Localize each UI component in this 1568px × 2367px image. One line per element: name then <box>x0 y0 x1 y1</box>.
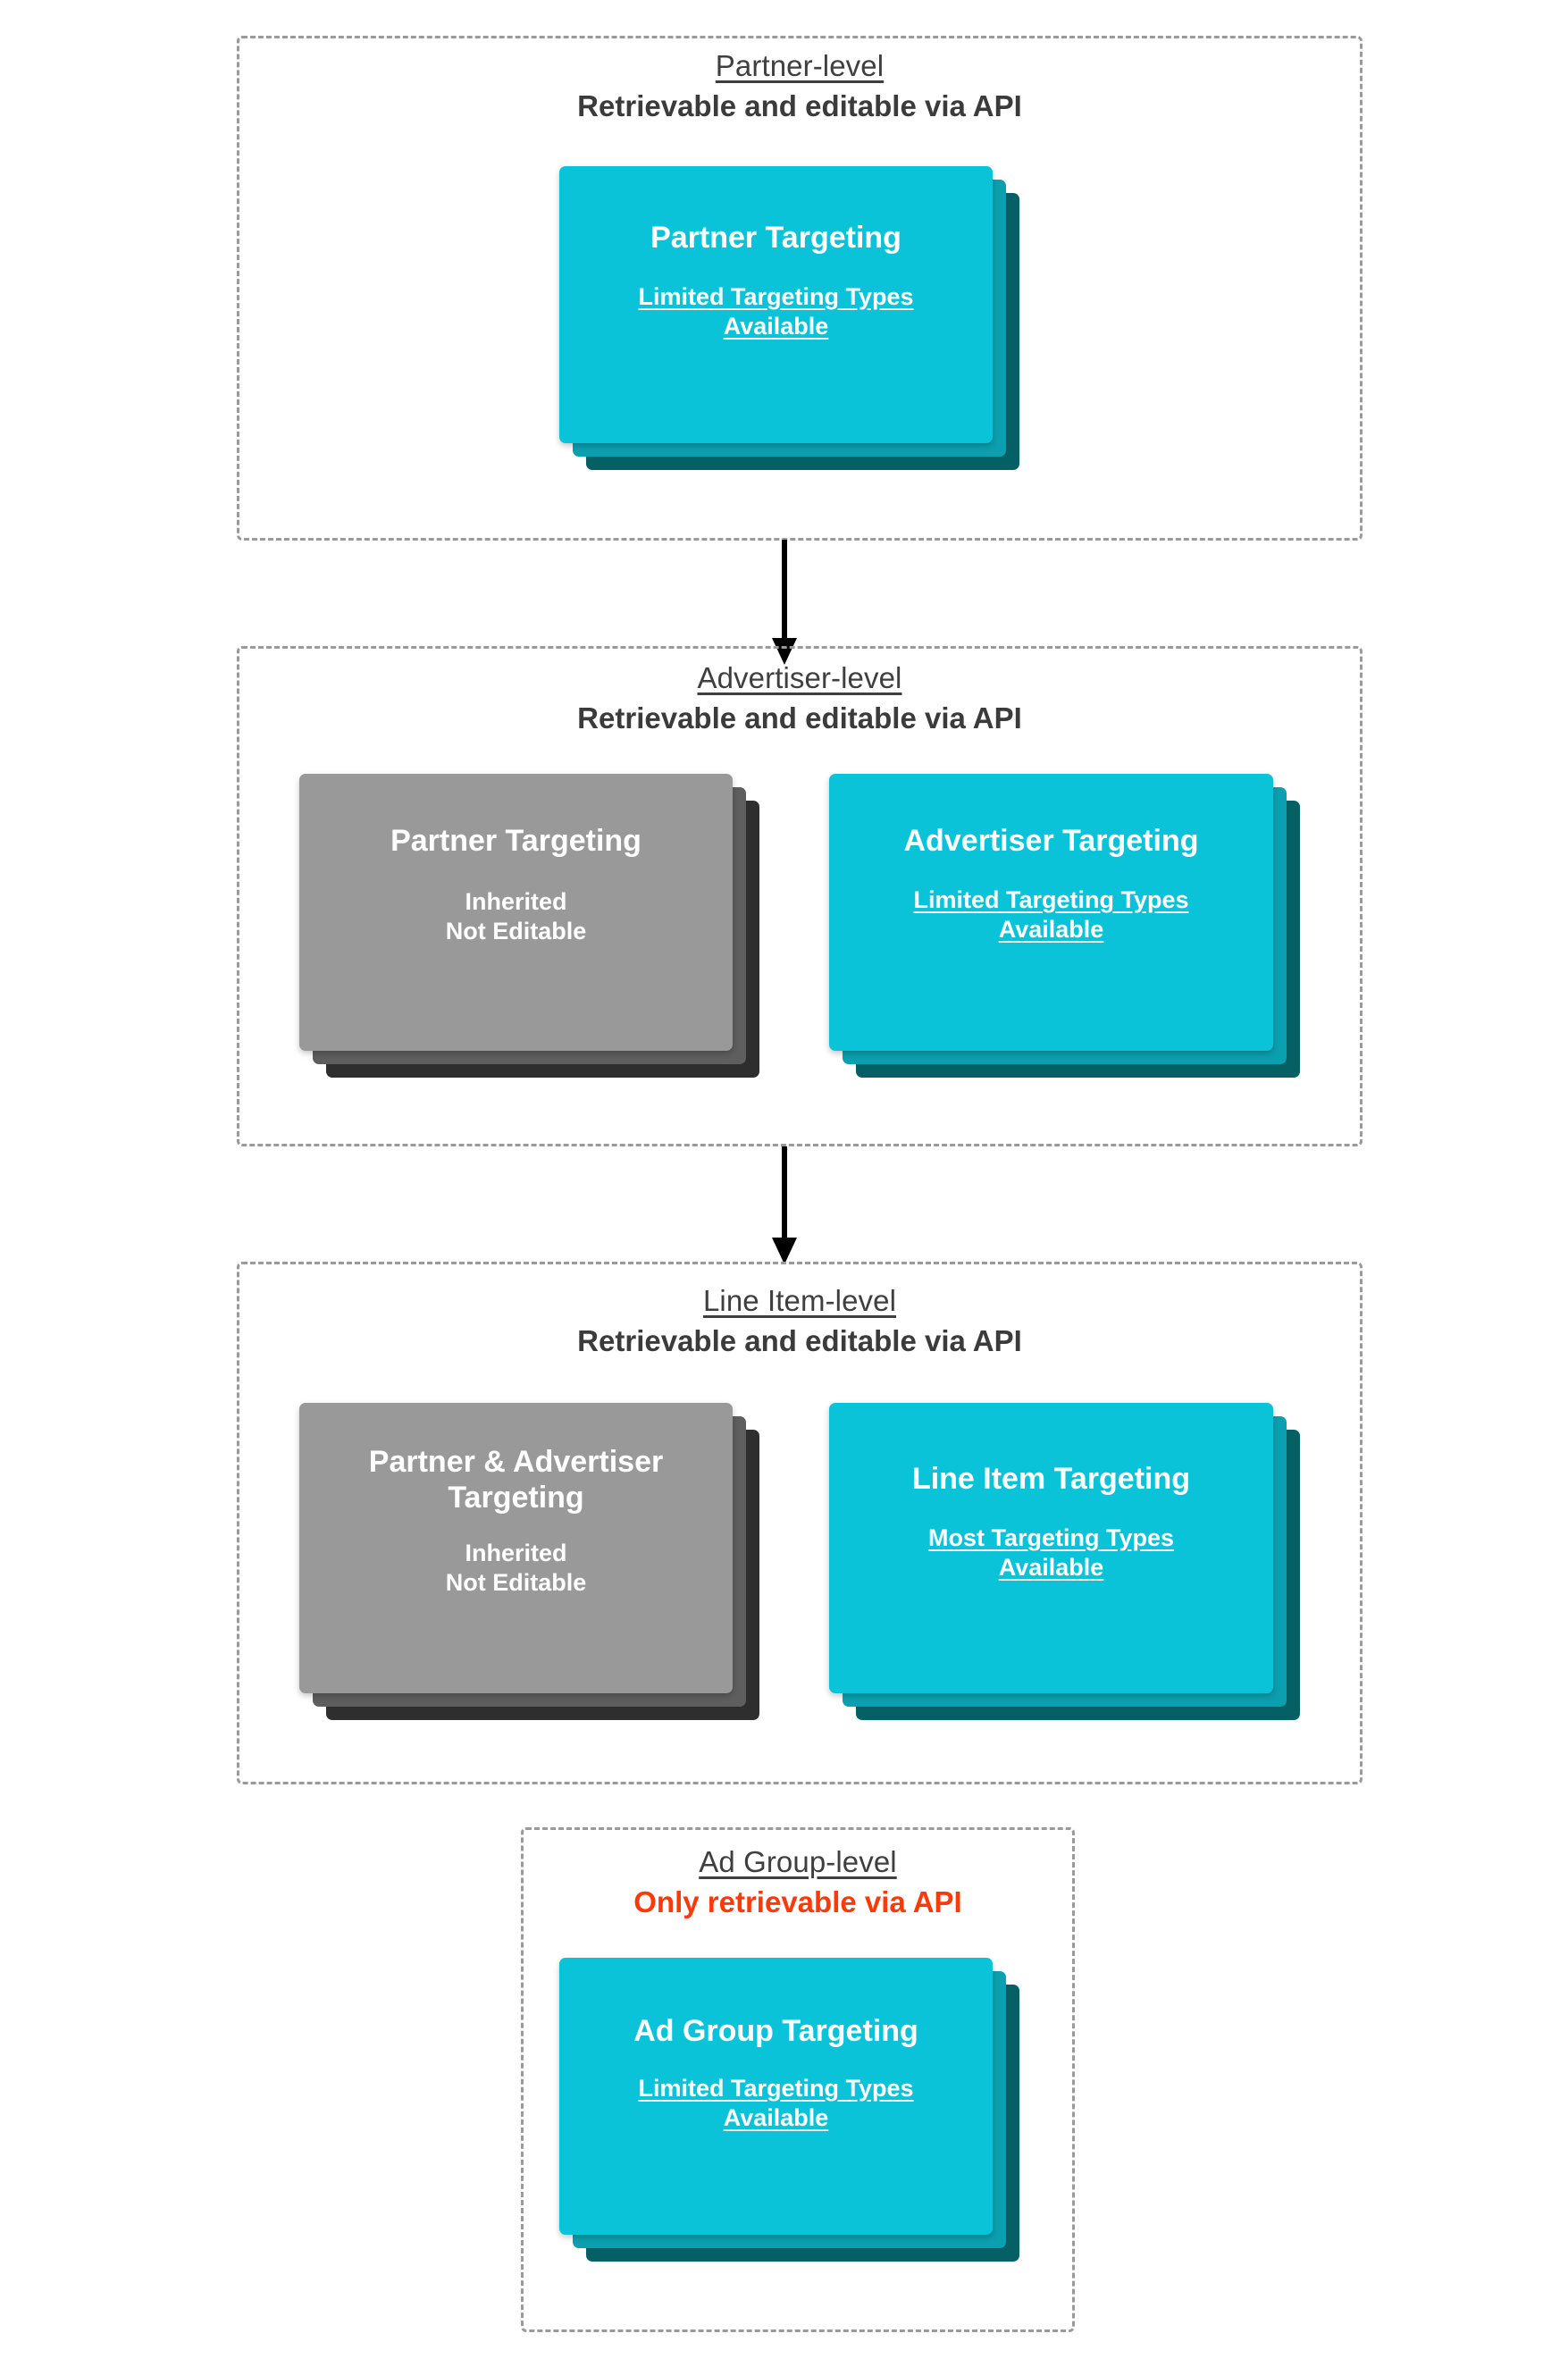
level-header-advertiser: Advertiser-level Retrievable and editabl… <box>239 659 1360 737</box>
level-title-line-item: Line Item-level <box>702 1284 897 1317</box>
card-front-layer: Ad Group Targeting Limited Targeting Typ… <box>559 1958 993 2235</box>
card-note-line-1: Limited Targeting Types <box>638 283 914 311</box>
card-partner-targeting[interactable]: Partner Targeting Limited Targeting Type… <box>559 166 1019 470</box>
arrow-shaft <box>782 1146 787 1239</box>
card-note-line-2: Available <box>998 916 1104 944</box>
card-note-line-2: Available <box>998 1554 1104 1582</box>
card-line-item-targeting[interactable]: Line Item Targeting Most Targeting Types… <box>829 1403 1300 1720</box>
arrow-head-icon <box>772 638 797 665</box>
card-note-line-1: Limited Targeting Types <box>913 886 1189 914</box>
card-note-line-1: Inherited <box>465 1540 567 1567</box>
card-note-line-2: Available <box>723 2104 829 2132</box>
level-api-note-line-item: Retrievable and editable via API <box>577 1324 1022 1358</box>
card-ad-group-targeting[interactable]: Ad Group Targeting Limited Targeting Typ… <box>559 1958 1019 2262</box>
level-container-line-item: Line Item-level Retrievable and editable… <box>237 1262 1363 1784</box>
card-note-line-2: Not Editable <box>445 1569 587 1597</box>
card-front-layer: Partner Targeting Limited Targeting Type… <box>559 166 993 443</box>
arrow-partner-to-advertiser <box>767 540 802 665</box>
card-front-layer: Advertiser Targeting Limited Targeting T… <box>829 774 1273 1051</box>
level-container-partner: Partner-level Retrievable and editable v… <box>237 36 1363 541</box>
level-api-note-advertiser: Retrievable and editable via API <box>577 701 1022 735</box>
arrow-advertiser-to-line-item <box>767 1146 802 1264</box>
card-note-line-2: Not Editable <box>445 918 587 945</box>
card-title: Ad Group Targeting <box>633 2014 918 2048</box>
card-partner-targeting-inherited[interactable]: Partner Targeting Inherited Not Editable <box>299 774 759 1078</box>
level-title-ad-group: Ad Group-level <box>699 1845 897 1878</box>
card-note-line-1: Limited Targeting Types <box>638 2075 914 2103</box>
card-note-line-1: Inherited <box>465 888 567 916</box>
arrow-head-icon <box>772 1238 797 1264</box>
arrow-shaft <box>782 540 787 640</box>
level-container-advertiser: Advertiser-level Retrievable and editabl… <box>237 646 1363 1146</box>
card-title: Partner Targeting <box>390 824 641 858</box>
level-title-advertiser: Advertiser-level <box>697 661 902 694</box>
level-api-note-ad-group: Only retrievable via API <box>633 1885 962 1919</box>
card-title: Advertiser Targeting <box>903 824 1199 858</box>
level-title-partner: Partner-level <box>715 49 885 82</box>
level-header-ad-group: Ad Group-level Only retrievable via API <box>524 1843 1072 1921</box>
level-header-line-item: Line Item-level Retrievable and editable… <box>239 1282 1360 1360</box>
card-front-layer: Line Item Targeting Most Targeting Types… <box>829 1403 1273 1693</box>
card-partner-advertiser-targeting-inherited[interactable]: Partner & Advertiser Targeting Inherited… <box>299 1403 759 1720</box>
card-title: Partner Targeting <box>650 221 901 255</box>
level-header-partner: Partner-level Retrievable and editable v… <box>239 47 1360 125</box>
level-container-ad-group: Ad Group-level Only retrievable via API … <box>521 1827 1075 2332</box>
card-title: Line Item Targeting <box>911 1462 1191 1496</box>
card-note-line-1: Most Targeting Types <box>927 1524 1175 1552</box>
card-advertiser-targeting[interactable]: Advertiser Targeting Limited Targeting T… <box>829 774 1300 1078</box>
card-front-layer: Partner Targeting Inherited Not Editable <box>299 774 733 1051</box>
level-api-note-partner: Retrievable and editable via API <box>577 89 1022 123</box>
card-title: Partner & Advertiser Targeting <box>368 1445 664 1515</box>
card-note-line-2: Available <box>723 313 829 340</box>
card-front-layer: Partner & Advertiser Targeting Inherited… <box>299 1403 733 1693</box>
